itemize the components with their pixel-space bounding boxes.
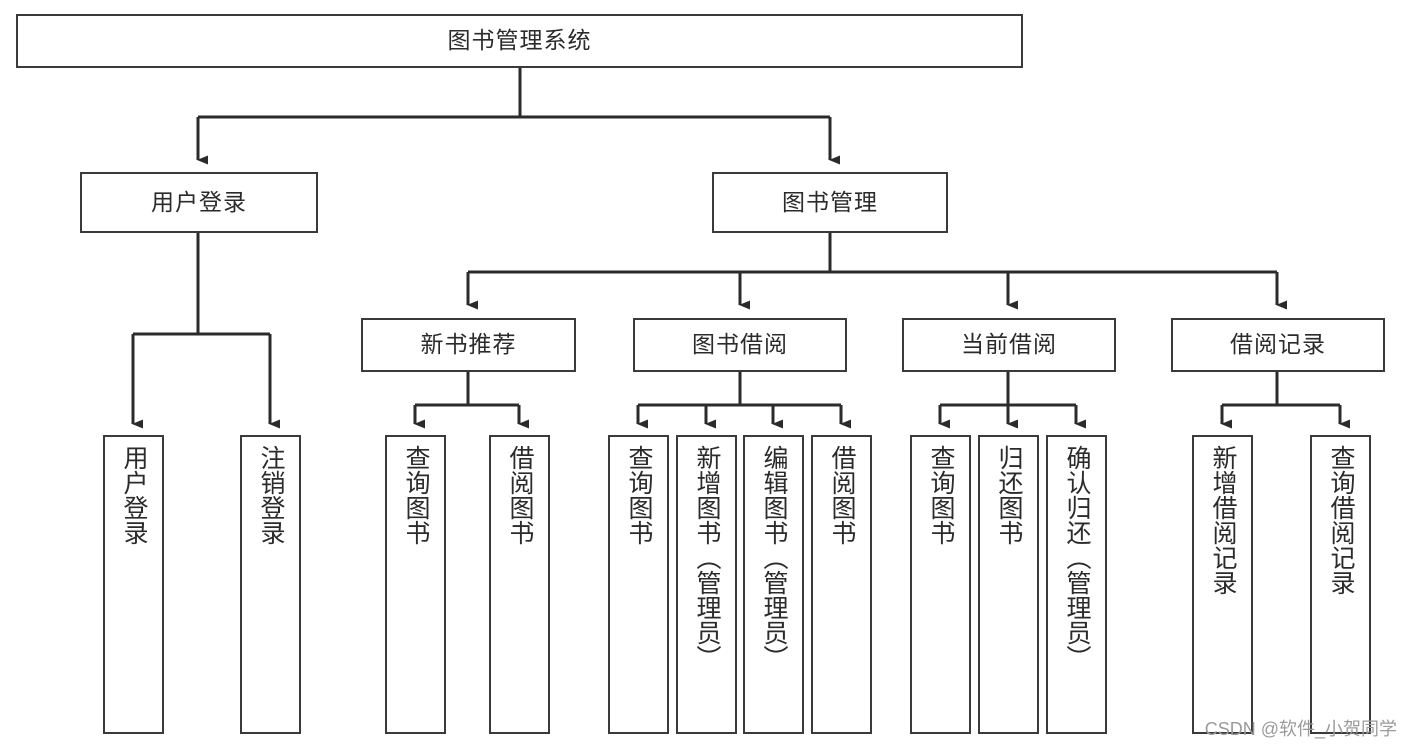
leaf-record-add-label: 新增借阅记录 [1209, 445, 1237, 595]
leaf-borrow-query-book-label: 查询图书 [625, 445, 653, 545]
leaf-current-confirm-return-label: 确认归还（管理员） [1063, 445, 1091, 670]
leaf-borrow-add-book[interactable]: 新增图书（管理员） [676, 435, 737, 734]
node-root-system-label: 图书管理系统 [447, 27, 592, 54]
leaf-current-return-book-label: 归还图书 [995, 445, 1023, 545]
leaf-record-query-label: 查询借阅记录 [1327, 445, 1355, 595]
leaf-newbook-query-book[interactable]: 查询图书 [385, 435, 446, 734]
leaf-newbook-query-book-label: 查询图书 [402, 445, 430, 545]
leaf-borrow-borrow-book-label: 借阅图书 [828, 445, 856, 545]
node-current-borrow[interactable]: 当前借阅 [902, 318, 1116, 372]
leaf-current-return-book[interactable]: 归还图书 [978, 435, 1039, 734]
node-user-login-label: 用户登录 [151, 188, 247, 215]
watermark-text: CSDN @软件_小贺同学 [1204, 719, 1397, 739]
node-book-management[interactable]: 图书管理 [712, 172, 948, 233]
leaf-borrow-borrow-book[interactable]: 借阅图书 [811, 435, 872, 734]
leaf-borrow-edit-book[interactable]: 编辑图书（管理员） [743, 435, 804, 734]
node-new-book-recommend[interactable]: 新书推荐 [361, 318, 576, 372]
node-new-book-recommend-label: 新书推荐 [420, 331, 517, 358]
leaf-user-login[interactable]: 用户登录 [103, 435, 164, 734]
node-borrow-record-label: 借阅记录 [1230, 331, 1326, 358]
leaf-logout[interactable]: 注销登录 [240, 435, 301, 734]
leaf-current-query-book[interactable]: 查询图书 [910, 435, 971, 734]
leaf-borrow-query-book[interactable]: 查询图书 [608, 435, 669, 734]
leaf-borrow-edit-book-label: 编辑图书（管理员） [760, 445, 788, 670]
leaf-current-confirm-return[interactable]: 确认归还（管理员） [1046, 435, 1107, 734]
node-root-system[interactable]: 图书管理系统 [16, 14, 1023, 68]
node-borrow-record[interactable]: 借阅记录 [1171, 318, 1385, 372]
node-current-borrow-label: 当前借阅 [961, 331, 1057, 358]
node-user-login[interactable]: 用户登录 [80, 172, 318, 233]
leaf-borrow-add-book-label: 新增图书（管理员） [693, 445, 721, 670]
leaf-record-query[interactable]: 查询借阅记录 [1310, 435, 1371, 734]
leaf-newbook-borrow-book[interactable]: 借阅图书 [489, 435, 550, 734]
leaf-newbook-borrow-book-label: 借阅图书 [506, 445, 534, 545]
leaf-current-query-book-label: 查询图书 [927, 445, 955, 545]
leaf-user-login-label: 用户登录 [120, 445, 148, 545]
leaf-logout-label: 注销登录 [257, 445, 285, 545]
node-book-borrow[interactable]: 图书借阅 [633, 318, 847, 372]
node-book-management-label: 图书管理 [782, 188, 878, 215]
node-book-borrow-label: 图书借阅 [692, 331, 788, 358]
leaf-record-add[interactable]: 新增借阅记录 [1192, 435, 1253, 734]
